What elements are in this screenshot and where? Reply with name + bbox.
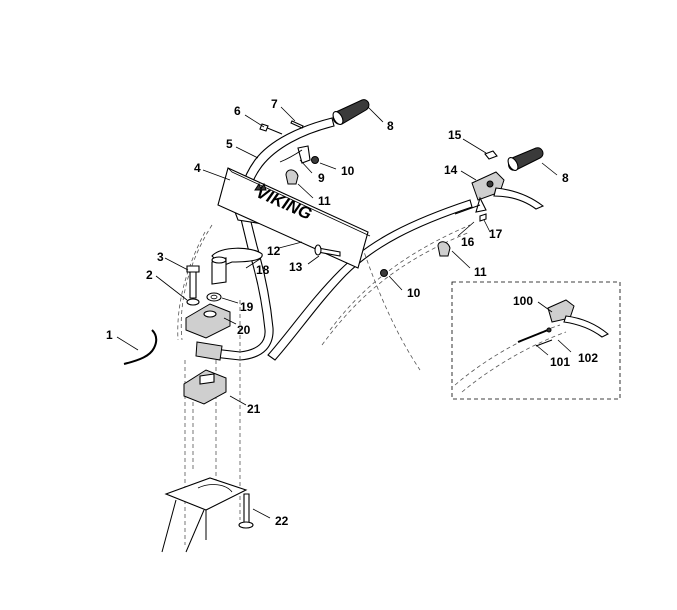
- carriage-bolt-22: [238, 493, 254, 529]
- callout-16: 16: [461, 235, 475, 249]
- callout-3: 3: [157, 250, 164, 264]
- cable-guide-11a: [285, 169, 299, 185]
- nut-10b: [380, 269, 388, 277]
- callout-2: 2: [146, 268, 153, 282]
- callout-9: 9: [318, 171, 325, 185]
- nut-10a: [311, 156, 319, 164]
- square-15: [484, 150, 498, 160]
- inset-detail: [451, 281, 621, 400]
- callout-17: 17: [489, 227, 503, 241]
- cable-guide-11b: [437, 241, 451, 257]
- callout-22: 22: [275, 514, 289, 528]
- pin-7: [290, 120, 304, 129]
- screw-6: [259, 123, 283, 135]
- callout-10-top: 10: [341, 164, 355, 178]
- cable-clip-9: [279, 145, 311, 164]
- mounting-base: [161, 477, 248, 553]
- callout-102: 102: [578, 351, 598, 365]
- callout-numbers: 1 2 3 4 5 6 7 8 8 9 10 10 11 11 12 13 14…: [106, 97, 598, 528]
- grip-right: [507, 147, 544, 171]
- callout-5: 5: [226, 137, 233, 151]
- callout-8-right: 8: [562, 171, 569, 185]
- tube-grip: [195, 341, 223, 361]
- callout-19: 19: [240, 300, 254, 314]
- clamp-bottom-21: [183, 369, 227, 405]
- callout-10-mid: 10: [407, 286, 421, 300]
- callout-18: 18: [256, 263, 270, 277]
- callout-6: 6: [234, 104, 241, 118]
- bolt-13: [314, 244, 341, 257]
- callout-4: 4: [194, 161, 201, 175]
- callout-11-top: 11: [318, 194, 331, 208]
- clutch-lever: [471, 171, 545, 213]
- callout-21: 21: [247, 402, 261, 416]
- callout-1: 1: [106, 328, 113, 342]
- callout-12: 12: [267, 244, 281, 258]
- grip-left: [332, 99, 370, 125]
- control-panel-plate: VIKING: [217, 167, 371, 269]
- viking-horn-icon: [254, 182, 267, 191]
- cable-1: [123, 329, 158, 365]
- nipple-17: [479, 213, 487, 222]
- washer-19: [206, 292, 222, 302]
- callout-7: 7: [271, 97, 278, 111]
- strap-18: [211, 247, 263, 285]
- washer-2: [186, 298, 200, 306]
- callout-101: 101: [550, 355, 570, 369]
- callout-8-left: 8: [387, 119, 394, 133]
- bolt-3: [186, 265, 200, 299]
- callout-13: 13: [289, 260, 303, 274]
- callout-100: 100: [513, 294, 533, 308]
- callout-15: 15: [448, 128, 462, 142]
- callout-11-mid: 11: [474, 265, 487, 279]
- cable-16: [454, 204, 481, 215]
- callout-14: 14: [444, 163, 458, 177]
- leader-lines: [116, 106, 572, 519]
- clamp-top-20: [185, 303, 231, 339]
- callout-20: 20: [237, 323, 251, 337]
